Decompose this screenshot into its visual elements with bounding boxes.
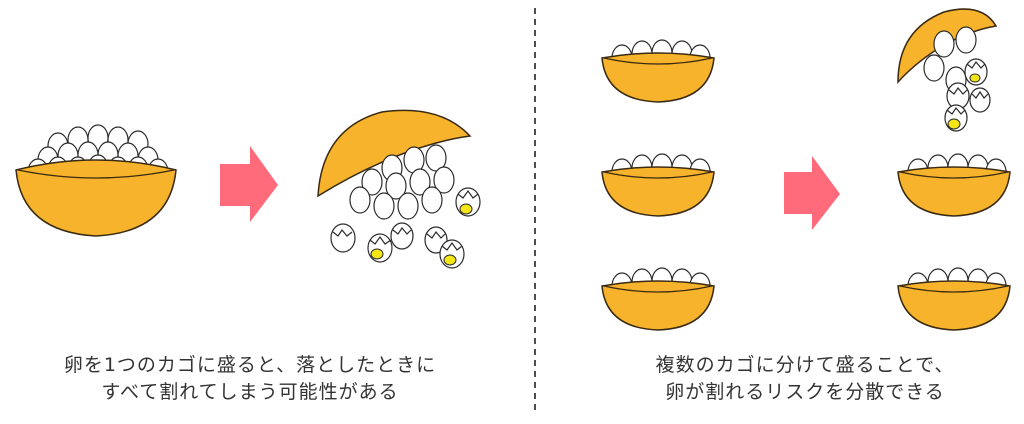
bowl-inner-rim bbox=[17, 169, 175, 179]
left-caption-line1: 卵を1つのカゴに盛ると、落としたときに bbox=[63, 354, 437, 376]
broken-egg bbox=[946, 82, 970, 110]
arrow-right bbox=[784, 156, 840, 230]
broken-egg-yolk bbox=[455, 187, 481, 217]
right-caption: 複数のカゴに分けて盛ることで、 卵が割れるリスクを分散できる bbox=[575, 352, 1024, 406]
broken-egg-yolk bbox=[944, 104, 968, 132]
broken-egg bbox=[969, 87, 991, 113]
broken-egg bbox=[330, 223, 356, 253]
right-panel bbox=[601, 8, 1011, 331]
yolk bbox=[969, 73, 981, 83]
yolk bbox=[459, 203, 473, 215]
left-caption-line2: すべて割れてしまう可能性がある bbox=[101, 381, 399, 403]
full-basket bbox=[15, 124, 177, 237]
yolk bbox=[443, 254, 457, 266]
broken-egg-yolk bbox=[439, 239, 465, 269]
broken-egg-yolk bbox=[964, 58, 988, 86]
small-basket bbox=[601, 39, 715, 103]
yolk bbox=[370, 248, 384, 260]
bowl-upturned bbox=[317, 109, 472, 198]
safe-basket bbox=[897, 153, 1011, 217]
small-basket bbox=[601, 153, 715, 217]
broken-egg-yolk bbox=[367, 233, 393, 263]
arrow-left bbox=[220, 146, 278, 222]
bowl bbox=[15, 159, 177, 237]
yolk bbox=[947, 118, 961, 130]
safe-basket bbox=[897, 267, 1011, 331]
dropped-small-basket bbox=[897, 8, 998, 132]
left-panel bbox=[15, 109, 481, 269]
broken-egg bbox=[390, 222, 414, 250]
left-caption: 卵を1つのカゴに盛ると、落としたときに すべて割れてしまう可能性がある bbox=[20, 352, 480, 406]
dropped-basket bbox=[317, 109, 481, 269]
small-basket bbox=[601, 267, 715, 331]
right-caption-line2: 卵が割れるリスクを分散できる bbox=[665, 381, 945, 403]
right-caption-line1: 複数のカゴに分けて盛ることで、 bbox=[655, 354, 955, 376]
